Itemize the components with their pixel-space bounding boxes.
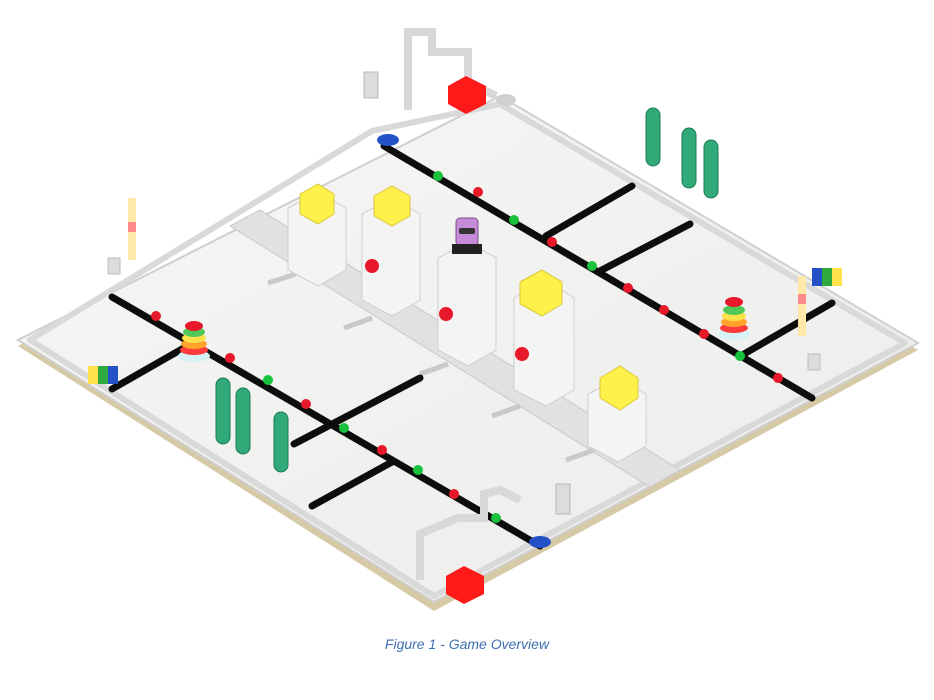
- marker: [473, 187, 483, 197]
- top-start-zone: [363, 28, 516, 146]
- marker: [151, 311, 161, 321]
- pillar-station-1: [287, 183, 347, 287]
- pillar-station-3: [513, 269, 575, 407]
- stacked-rings-icon: [718, 297, 750, 340]
- marker: [339, 423, 349, 433]
- marker: [433, 171, 443, 181]
- beacon-left: [107, 198, 136, 275]
- tri-color-flag-icon: [88, 366, 118, 384]
- marker: [773, 373, 783, 383]
- marker: [547, 237, 557, 247]
- pillar-station-2: [361, 185, 421, 317]
- green-cylinders-bottom: [215, 377, 289, 473]
- marker: [587, 261, 597, 271]
- marker: [449, 489, 459, 499]
- marker: [735, 351, 745, 361]
- marker: [225, 353, 235, 363]
- beacon-right: [798, 276, 821, 371]
- stacked-rings-icon: [178, 321, 210, 362]
- game-field-illustration: [15, 28, 921, 611]
- pillar-station-4: [587, 365, 647, 463]
- hex-base-icon: [446, 566, 484, 604]
- marker: [377, 445, 387, 455]
- green-cylinders-top: [645, 107, 719, 199]
- robot-icon: [452, 217, 482, 254]
- figure-caption: Figure 1 - Game Overview: [384, 636, 550, 652]
- marker: [413, 465, 423, 475]
- marker: [263, 375, 273, 385]
- tri-color-flag-icon: [812, 268, 842, 286]
- marker: [301, 399, 311, 409]
- marker: [623, 283, 633, 293]
- perimeter-walls: [27, 100, 908, 600]
- track-markers-lower: [151, 311, 501, 523]
- track-markers-upper: [433, 171, 783, 383]
- lane-markings: [267, 271, 595, 463]
- marker: [699, 329, 709, 339]
- marker: [659, 305, 669, 315]
- bottom-start-zone: [416, 483, 571, 604]
- hex-base-icon: [448, 76, 486, 114]
- marker: [509, 215, 519, 225]
- pillar-station-robot: [437, 241, 497, 367]
- marker: [491, 513, 501, 523]
